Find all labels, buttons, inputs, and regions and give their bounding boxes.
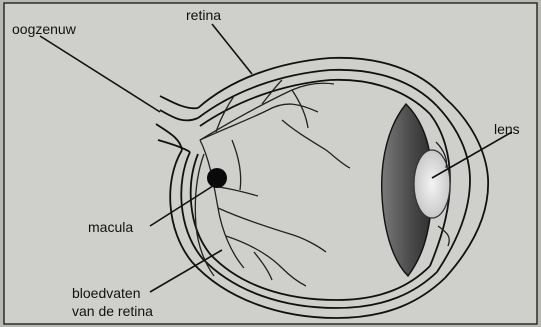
lens-core: [414, 150, 450, 218]
label-macula: macula: [88, 219, 133, 235]
label-bloedvaten-line2: van de retina: [72, 303, 153, 319]
label-oogzenuw: oogzenuw: [12, 21, 77, 37]
label-bloedvaten-line1: bloedvaten: [72, 285, 141, 301]
label-lens: lens: [494, 121, 520, 137]
label-retina: retina: [186, 7, 221, 23]
macula-spot: [207, 168, 227, 188]
